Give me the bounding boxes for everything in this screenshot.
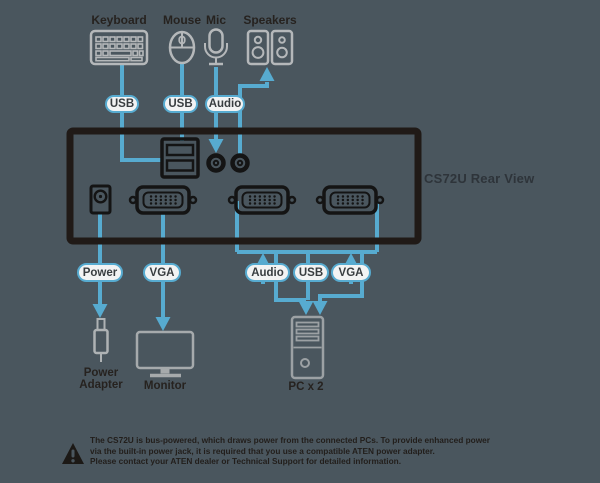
speaker-up-arrow [259,67,275,81]
vga-port-pc1 [227,185,297,215]
pc-down-arrow-2 [312,301,328,315]
speakers-label: Speakers [243,13,297,27]
power-adapter-icon [93,318,109,362]
cable-arrows [92,67,359,331]
note-line-1: The CS72U is bus-powered, which draws po… [90,435,491,445]
usb-ports [160,137,200,179]
power-pill: Power [77,263,123,282]
pc-tower-icon [290,315,325,380]
mouse-usb-pill: USB [163,95,198,113]
audio-jacks [206,153,250,173]
keyboard-usb-pill: USB [105,95,139,113]
device-title: CS72U Rear View [424,171,535,186]
monitor-label: Monitor [143,380,187,392]
monitor-vga-pill: VGA [143,263,181,282]
vga-port-console [128,185,198,215]
pc-usb-pill: USB [293,263,329,282]
note-line-2: via the built-in power jack, it is requi… [90,445,435,456]
speaker-jack-pin [236,159,244,167]
note-text: The CS72U is bus-powered, which draws po… [90,435,550,467]
mouse-icon [168,30,196,65]
mic-label: Mic [205,13,227,27]
pc-label: PC x 2 [288,381,324,393]
warning-icon [62,443,84,464]
power-down-arrow [92,304,108,318]
mic-down-arrow [208,139,224,153]
mic-jack-pin [212,159,220,167]
vga-monitor-down-arrow [155,317,171,331]
note-line-3: Please contact your ATEN dealer or Techn… [90,456,402,467]
kvm-device-outline [66,127,422,245]
monitor-icon [135,330,195,378]
power-jack [89,184,112,215]
mic-icon [204,28,228,66]
pc-audio-pill: Audio [245,263,290,282]
speaker-jack [230,153,250,173]
keyboard-label: Keyboard [91,13,147,27]
pc-vga-pill: VGA [331,263,371,282]
mouse-label: Mouse [162,13,202,27]
mic-jack [206,153,226,173]
speakers-icon [246,29,294,66]
mic-audio-pill: Audio [205,95,245,113]
keyboard-icon [89,29,149,66]
vga-port-pc2 [315,185,385,215]
pc-down-arrow-1 [298,301,314,315]
power-adapter-label: Power Adapter [79,367,123,391]
speaker-audio-cable [238,82,269,156]
